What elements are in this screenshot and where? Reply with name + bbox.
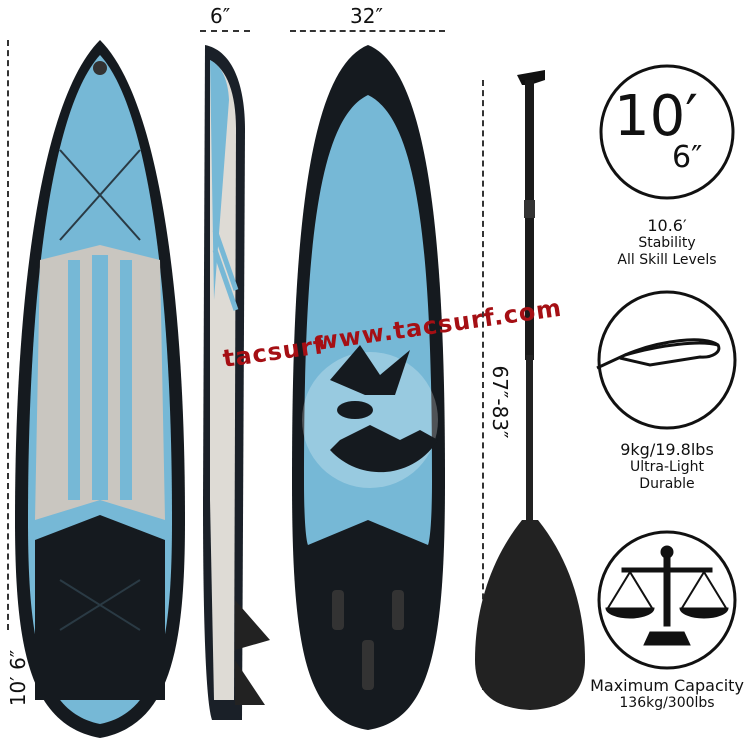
feature-weight: 9kg/19.8lbs Ultra-Light Durable: [582, 440, 750, 493]
bottom-view-board: [292, 45, 445, 730]
length-badge-circle: [599, 64, 735, 200]
feature-title: 9kg/19.8lbs: [620, 440, 714, 459]
scale-icon: [605, 545, 729, 646]
feature-line: Ultra-Light: [630, 459, 704, 476]
width-dim-line: [290, 30, 445, 32]
feature-line: Stability: [638, 235, 696, 252]
deck-view-board: [15, 40, 185, 738]
badge-feet: 10′: [614, 84, 698, 149]
feather-icon: [596, 338, 721, 370]
thickness-label: 6″: [210, 4, 231, 28]
board-dim-line: [7, 40, 9, 630]
paddle: [475, 70, 585, 710]
feature-stability: 10.6′ Stability All Skill Levels: [582, 216, 750, 269]
feature-line: 136kg/300lbs: [619, 695, 715, 712]
feature-title: Maximum Capacity: [590, 676, 744, 695]
feature-line: Durable: [639, 475, 695, 492]
side-view-board: [203, 45, 270, 720]
feature-title: 10.6′: [647, 216, 687, 235]
feature-capacity: Maximum Capacity 136kg/300lbs: [575, 676, 750, 712]
badge-inches: 6″: [672, 140, 703, 175]
thickness-dim-line: [200, 30, 250, 32]
paddle-dim-line: [482, 80, 484, 690]
feature-line: All Skill Levels: [617, 251, 717, 268]
width-label: 32″: [350, 4, 383, 28]
weight-circle: [597, 290, 737, 430]
